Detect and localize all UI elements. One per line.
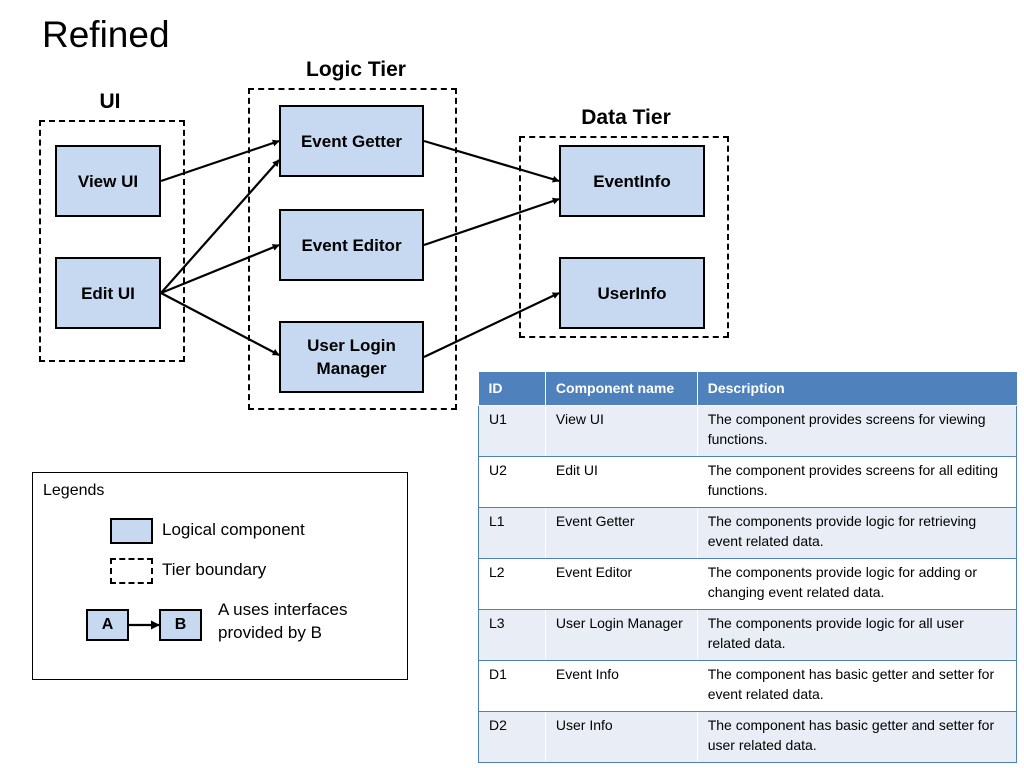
cell-name: Event Info [545, 660, 698, 712]
legend-tier-boundary-label: Tier boundary [162, 560, 267, 579]
legend-box-b: B [159, 609, 202, 641]
arrow-eventeditor-eventinfo [423, 197, 560, 247]
tier-label-logic: Logic Tier [306, 58, 406, 81]
tier-label-data: Data Tier [581, 106, 671, 129]
cell-id: L3 [478, 609, 546, 661]
legend-box-a: A [86, 609, 129, 641]
cell-description: The component has basic getter and sette… [697, 711, 1017, 763]
arrow-viewui-eventgetter [160, 139, 280, 183]
cell-name: Event Editor [545, 558, 698, 610]
table-header-component-name: Component name [545, 372, 698, 406]
tier-boundary-data [519, 136, 729, 338]
cell-id: D2 [478, 711, 546, 763]
cell-description: The components provide logic for all use… [697, 609, 1017, 661]
table-row: D1 Event Info The component has basic ge… [478, 660, 1017, 712]
legend-uses-line2: provided by B [218, 623, 322, 642]
legend-tier-boundary-swatch [110, 558, 153, 584]
cell-id: U1 [478, 405, 546, 457]
cell-name: User Info [545, 711, 698, 763]
table-row: U1 View UI The component provides screen… [478, 405, 1017, 457]
legend-uses-line1: A uses interfaces [218, 600, 348, 619]
component-event-getter: Event Getter [279, 105, 424, 177]
cell-name: Event Getter [545, 507, 698, 559]
table-row: U2 Edit UI The component provides screen… [478, 456, 1017, 508]
cell-id: L1 [478, 507, 546, 559]
cell-description: The component has basic getter and sette… [697, 660, 1017, 712]
cell-id: D1 [478, 660, 546, 712]
table-header-description: Description [697, 372, 1017, 406]
component-user-info: UserInfo [559, 257, 705, 329]
cell-name: User Login Manager [545, 609, 698, 661]
cell-description: The component provides screens for all e… [697, 456, 1017, 508]
tier-boundary-ui [39, 120, 185, 362]
legend-logical-component-swatch [110, 518, 153, 544]
legend-title: Legends [43, 482, 105, 499]
component-user-login-manager: User Login Manager [279, 321, 424, 393]
table-row: L2 Event Editor The components provide l… [478, 558, 1017, 610]
cell-id: L2 [478, 558, 546, 610]
legend-logical-component-label: Logical component [162, 520, 305, 539]
arrow-editui-userloginmanager [160, 292, 280, 356]
cell-description: The components provide logic for retriev… [697, 507, 1017, 559]
arrow-eventgetter-eventinfo [423, 139, 560, 183]
tier-label-ui: UI [99, 90, 121, 113]
table-row: L1 Event Getter The components provide l… [478, 507, 1017, 559]
component-view-ui: View UI [55, 145, 161, 217]
arrow-userloginmanager-userinfo [423, 292, 560, 358]
component-event-editor: Event Editor [279, 209, 424, 281]
table-row: D2 User Info The component has basic get… [478, 711, 1017, 763]
table-row: L3 User Login Manager The components pro… [478, 609, 1017, 661]
legend-box: Legends [32, 472, 408, 680]
table-header-id: ID [478, 372, 546, 406]
page-title: Refined [42, 14, 170, 55]
arrow-editui-eventgetter [160, 159, 280, 294]
cell-id: U2 [478, 456, 546, 508]
cell-name: Edit UI [545, 456, 698, 508]
tier-boundary-logic [248, 88, 457, 410]
table-header-row: ID Component name Description [478, 372, 1017, 406]
cell-description: The components provide logic for adding … [697, 558, 1017, 610]
cell-name: View UI [545, 405, 698, 457]
component-event-info: EventInfo [559, 145, 705, 217]
component-edit-ui: Edit UI [55, 257, 161, 329]
component-table: ID Component name Description U1 View UI… [478, 372, 1017, 763]
arrow-editui-eventeditor [160, 243, 280, 295]
cell-description: The component provides screens for viewi… [697, 405, 1017, 457]
